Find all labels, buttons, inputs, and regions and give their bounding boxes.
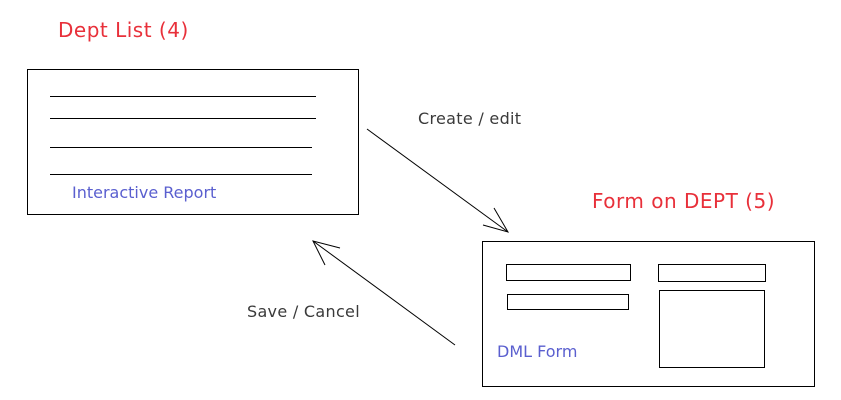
back-arrow: [312, 240, 456, 346]
save-cancel-label: Save / Cancel: [247, 302, 360, 321]
form-textarea: [659, 290, 765, 368]
form-dept-title: Form on DEPT (5): [592, 189, 776, 213]
interactive-report-caption: Interactive Report: [72, 183, 217, 202]
form-dept-box: [482, 241, 815, 387]
dml-form-caption: DML Form: [497, 342, 578, 361]
form-field: [658, 264, 766, 282]
form-field: [507, 294, 629, 310]
create-edit-label: Create / edit: [418, 109, 522, 128]
form-field: [506, 264, 631, 281]
dept-list-title: Dept List (4): [58, 18, 189, 42]
dept-list-box: [27, 69, 359, 215]
forward-arrow: [366, 128, 510, 233]
